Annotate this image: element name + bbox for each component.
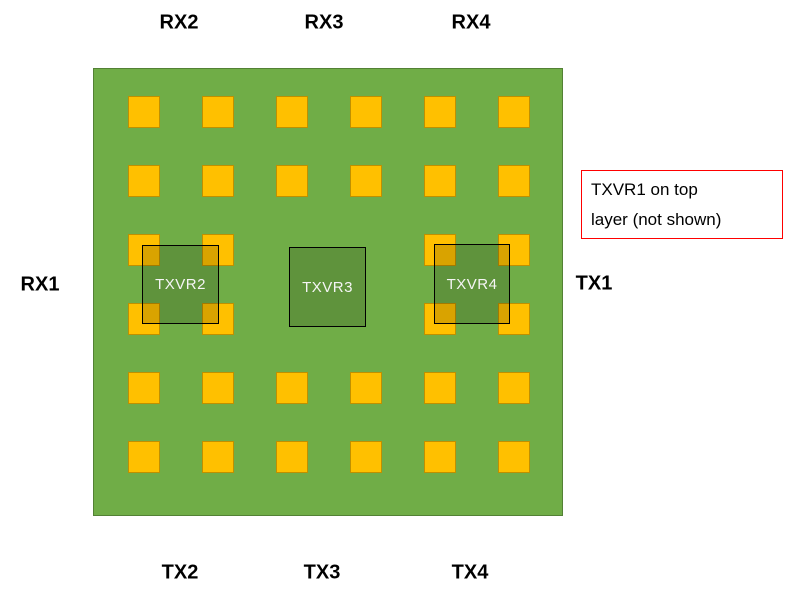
txvr2-box: TXVR2	[142, 245, 219, 324]
label-rx3: RX3	[304, 11, 344, 34]
antenna-patch	[276, 165, 308, 197]
antenna-patch	[276, 96, 308, 128]
antenna-patch	[498, 96, 530, 128]
antenna-patch	[498, 234, 530, 266]
antenna-patch	[128, 96, 160, 128]
antenna-patch	[202, 372, 234, 404]
antenna-patch	[424, 165, 456, 197]
label-tx4: TX4	[451, 561, 489, 584]
antenna-patch	[202, 441, 234, 473]
antenna-patch	[128, 303, 160, 335]
antenna-patch	[276, 441, 308, 473]
antenna-patch	[424, 234, 456, 266]
antenna-patch	[498, 441, 530, 473]
antenna-patch	[128, 165, 160, 197]
txvr1-callout-line1: TXVR1 on top	[591, 180, 698, 199]
antenna-patch	[498, 165, 530, 197]
txvr2-label: TXVR2	[155, 276, 206, 293]
antenna-patch	[350, 441, 382, 473]
txvr3-label: TXVR3	[302, 278, 353, 296]
label-tx3: TX3	[303, 561, 341, 584]
antenna-patch	[498, 303, 530, 335]
antenna-patch	[424, 372, 456, 404]
label-tx1: TX1	[575, 272, 613, 295]
txvr3-box: TXVR3	[289, 247, 366, 327]
patch-layer	[94, 69, 562, 515]
txvr1-callout: TXVR1 on top layer (not shown)	[581, 170, 783, 239]
txvr4-box: TXVR4	[434, 244, 510, 324]
antenna-patch	[128, 234, 160, 266]
antenna-patch	[424, 303, 456, 335]
antenna-patch	[350, 165, 382, 197]
antenna-patch	[424, 96, 456, 128]
label-rx4: RX4	[451, 11, 491, 34]
pcb-board: TXVR2 TXVR3 TXVR4	[93, 68, 563, 516]
txvr4-label: TXVR4	[446, 275, 498, 293]
antenna-patch	[202, 96, 234, 128]
txvr1-callout-line2: layer (not shown)	[591, 210, 722, 229]
antenna-patch	[350, 96, 382, 128]
antenna-patch	[128, 372, 160, 404]
antenna-patch	[202, 165, 234, 197]
antenna-patch	[128, 441, 160, 473]
label-rx1: RX1	[20, 273, 60, 296]
label-rx2: RX2	[159, 11, 199, 34]
antenna-patch	[350, 372, 382, 404]
antenna-patch	[498, 372, 530, 404]
antenna-patch	[276, 372, 308, 404]
antenna-patch	[424, 441, 456, 473]
label-tx2: TX2	[161, 561, 199, 584]
